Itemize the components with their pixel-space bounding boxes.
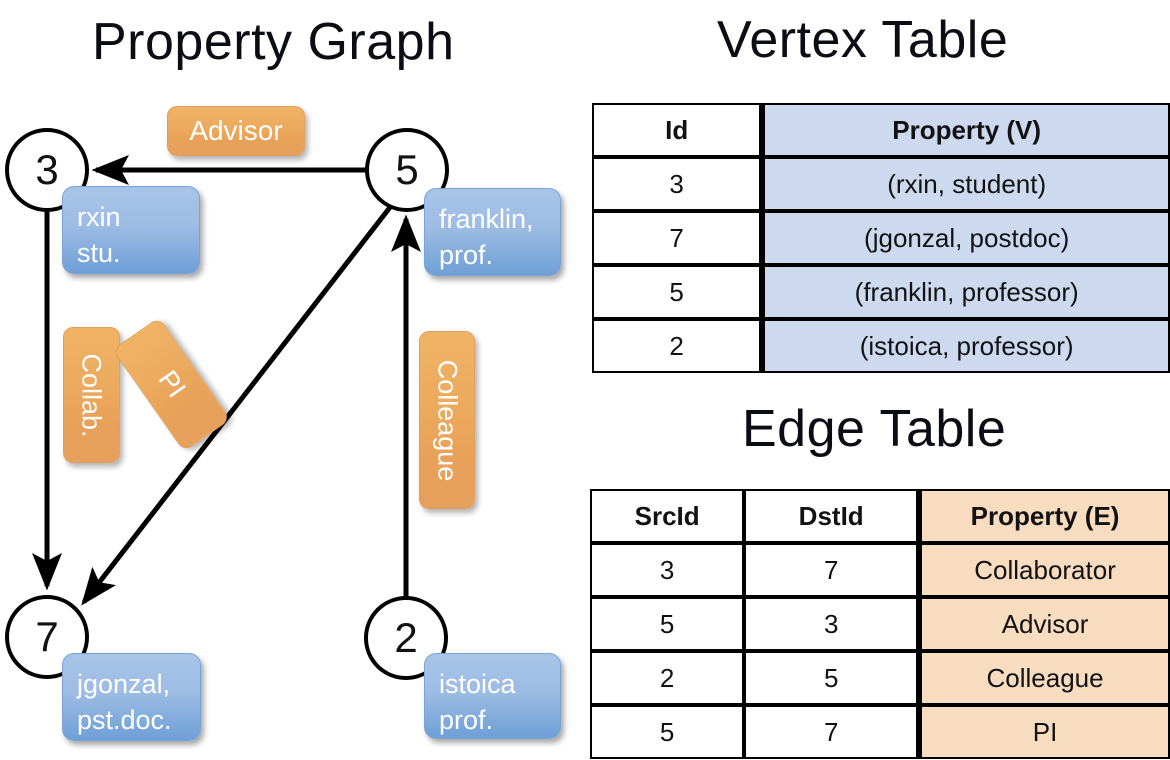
- vertex-cell-property: (franklin, professor): [761, 265, 1170, 319]
- edge-cell-property: Colleague: [918, 651, 1170, 705]
- edge-table-header-row: SrcId DstId Property (E): [590, 489, 1170, 543]
- edge-label-colleague: Colleague: [419, 331, 475, 509]
- vertex-table-header-id: Id: [592, 103, 762, 157]
- graph-node-7-label: 7: [35, 613, 59, 660]
- property-graph-diagram: 3 5 7 2 rxin stu. franklin, prof. jgonza…: [5, 106, 561, 741]
- table-row[interactable]: 5 3 Advisor: [590, 597, 1170, 651]
- edge-label-collab: Collab.: [63, 327, 120, 463]
- vertex-cell-id: 7: [592, 211, 762, 265]
- edge-table-header-srcid: SrcId: [590, 489, 745, 543]
- vertex-cell-id: 2: [592, 319, 762, 373]
- table-row[interactable]: 2 5 Colleague: [590, 651, 1170, 705]
- edge-cell-dstid: 3: [744, 597, 919, 651]
- edge-cell-dstid: 7: [744, 705, 919, 759]
- edge-5-to-7-pi: [81, 204, 393, 606]
- edge-cell-srcid: 5: [590, 597, 745, 651]
- edge-cell-property: Collaborator: [918, 543, 1170, 597]
- table-row[interactable]: 7 (jgonzal, postdoc): [592, 211, 1170, 265]
- graph-node-5[interactable]: 5: [365, 128, 449, 212]
- edge-cell-dstid: 5: [744, 651, 919, 705]
- page-title-edge-table: Edge Table: [742, 400, 1007, 458]
- edge-cell-property: PI: [918, 705, 1170, 759]
- edge-label-advisor-text: Advisor: [189, 115, 283, 146]
- vertex-property-box-5: franklin, prof.: [424, 188, 561, 276]
- table-row[interactable]: 3 (rxin, student): [592, 157, 1170, 211]
- graph-edges-svg: [32, 155, 421, 606]
- edge-cell-property: Advisor: [918, 597, 1170, 651]
- edge-cell-srcid: 5: [590, 705, 745, 759]
- vertex-cell-id: 5: [592, 265, 762, 319]
- graph-node-3-label: 3: [35, 146, 59, 193]
- vertex-property-box-3: rxin stu.: [62, 186, 200, 274]
- graph-node-2[interactable]: 2: [364, 596, 448, 680]
- edge-label-collab-text: Collab.: [77, 352, 108, 438]
- edge-cell-srcid: 3: [590, 543, 745, 597]
- vertex-property-box-2: istoica prof.: [424, 653, 561, 739]
- vertex-table-header-property: Property (V): [761, 103, 1170, 157]
- edge-cell-srcid: 2: [590, 651, 745, 705]
- edge-label-pi-text: PI: [152, 365, 192, 404]
- vertex-cell-property: (jgonzal, postdoc): [761, 211, 1170, 265]
- table-row[interactable]: 2 (istoica, professor): [592, 319, 1170, 373]
- edge-table-header-property: Property (E): [918, 489, 1170, 543]
- table-row[interactable]: 5 7 PI: [590, 705, 1170, 759]
- edge-label-colleague-text: Colleague: [432, 359, 463, 481]
- graph-node-5-label: 5: [395, 146, 419, 193]
- vertex-property-box-7: jgonzal, pst.doc.: [62, 653, 201, 741]
- page-title-vertex-table: Vertex Table: [717, 11, 1009, 69]
- edge-table-header-dstid: DstId: [744, 489, 919, 543]
- vertex-cell-property: (istoica, professor): [761, 319, 1170, 373]
- vertex-table: Id Property (V) 3 (rxin, student) 7 (jgo…: [592, 103, 1170, 373]
- edge-label-advisor: Advisor: [167, 106, 305, 156]
- graph-node-2-label: 2: [394, 614, 418, 661]
- vertex-cell-id: 3: [592, 157, 762, 211]
- table-row[interactable]: 5 (franklin, professor): [592, 265, 1170, 319]
- vertex-cell-property: (rxin, student): [761, 157, 1170, 211]
- vertex-table-header-row: Id Property (V): [592, 103, 1170, 157]
- edge-table: SrcId DstId Property (E) 3 7 Collaborato…: [590, 489, 1170, 759]
- table-row[interactable]: 3 7 Collaborator: [590, 543, 1170, 597]
- edge-cell-dstid: 7: [744, 543, 919, 597]
- page-title-property-graph: Property Graph: [92, 13, 455, 71]
